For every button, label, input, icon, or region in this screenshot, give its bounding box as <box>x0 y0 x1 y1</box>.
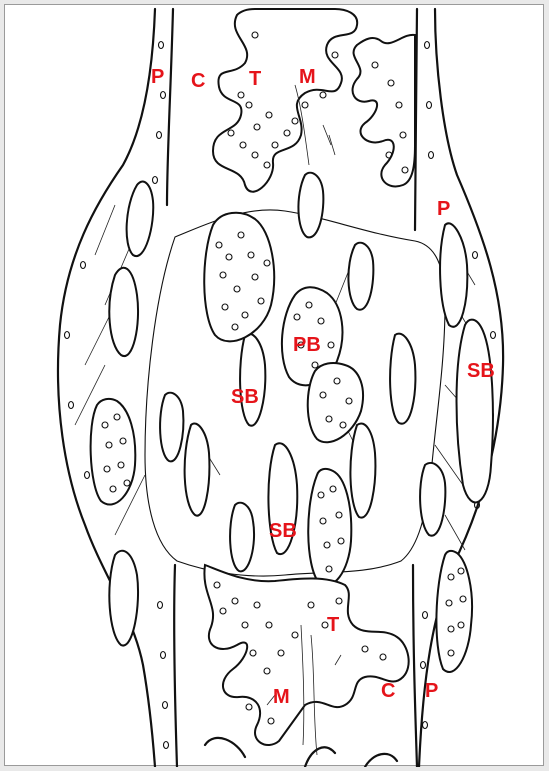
bone-callus-drawing: P C T M P PB SB SB SB T M C P <box>5 5 545 767</box>
label-sb-left: SB <box>231 386 259 408</box>
label-m-bottom: M <box>273 686 290 708</box>
marrow-lower-contour <box>205 738 397 767</box>
label-sb-center: SB <box>269 520 297 542</box>
label-pb-center: PB <box>293 334 321 356</box>
label-t-top: T <box>249 68 261 90</box>
label-p-right-upper: P <box>437 198 450 220</box>
secondary-bone-islands <box>109 173 493 646</box>
label-p-top-left: P <box>151 66 164 88</box>
trabecula-bottom <box>204 565 408 745</box>
trabecula-top-right <box>353 35 415 187</box>
label-t-bottom: T <box>327 614 339 636</box>
trabecula-top <box>213 9 357 192</box>
label-sb-right: SB <box>467 360 495 382</box>
periosteal-cells-left <box>65 42 169 749</box>
label-c-bottom: C <box>381 680 395 702</box>
label-c-top: C <box>191 70 205 92</box>
label-p-bottom-right: P <box>425 680 438 702</box>
callus-outline-left <box>58 9 155 767</box>
cortex-inner-left <box>167 9 177 767</box>
label-m-top: M <box>299 66 316 88</box>
illustration-frame: P C T M P PB SB SB SB T M C P <box>4 4 544 766</box>
